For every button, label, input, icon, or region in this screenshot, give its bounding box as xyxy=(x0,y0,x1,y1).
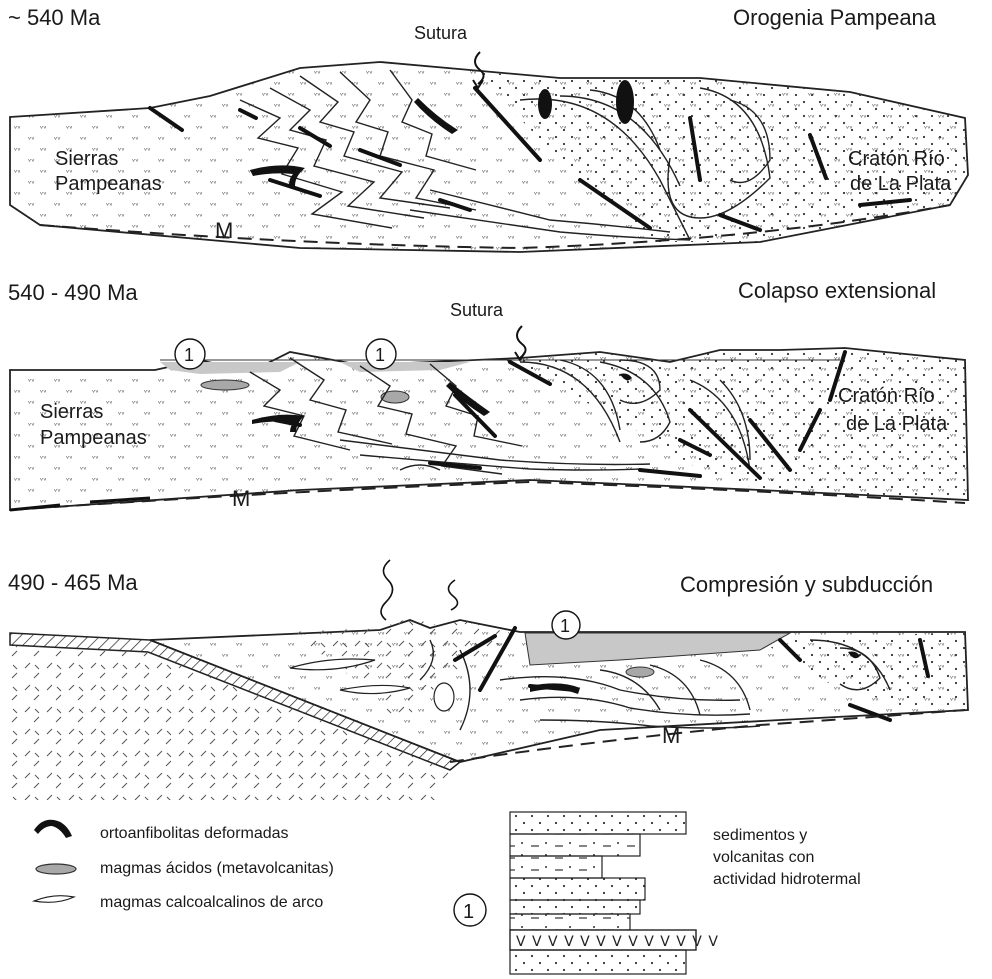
panel2-title: Colapso extensional xyxy=(738,278,936,303)
panel2-grey-lens-1 xyxy=(201,380,249,390)
legend-column-label-1: sedimentos y xyxy=(713,827,807,844)
panel3-marker: 1 xyxy=(560,616,570,636)
black-lens-icon xyxy=(34,820,72,838)
panel2-marker-2: 1 xyxy=(375,345,385,365)
legend-item-2-label: magmas ácidos (metavolcanitas) xyxy=(100,860,334,877)
panel2-left-terrane-1: Sierras xyxy=(40,401,103,423)
legend-column-label-2: volcanitas con xyxy=(713,849,814,866)
panel1-right-terrane-1: Cratón Río xyxy=(848,148,945,170)
panel2-age: 540 - 490 Ma xyxy=(8,280,138,305)
svg-text:V V V V V V V V V V V V V: V V V V V V V V V V V V V xyxy=(516,934,719,950)
panel-1 xyxy=(10,52,968,252)
panel1-age: ~ 540 Ma xyxy=(8,5,101,30)
panel3-grey-lens xyxy=(626,667,654,677)
strat-column: V V V V V V V V V V V V V xyxy=(510,812,719,974)
panel3-plume-1 xyxy=(381,560,393,620)
panel-2 xyxy=(10,326,968,510)
panel3-plume-2 xyxy=(448,580,457,610)
panel3-age: 490 - 465 Ma xyxy=(8,570,138,595)
legend-item-1-label: ortoanfibolitas deformadas xyxy=(100,825,289,842)
panel2-moho-label: M xyxy=(232,486,250,511)
panel1-title: Orogenia Pampeana xyxy=(733,5,937,30)
panel3-moho-label: M xyxy=(662,723,680,748)
legend-item-3-label: magmas calcoalcalinos de arco xyxy=(100,894,323,911)
panel2-right-terrane-1: Cratón Río xyxy=(838,385,935,407)
panel1-black-pod-2 xyxy=(616,80,634,124)
grey-lens-icon xyxy=(36,864,76,874)
panel1-left-terrane-1: Sierras xyxy=(55,148,118,170)
panel3-pluton xyxy=(434,683,454,711)
panel2-suture-label: Sutura xyxy=(450,300,504,320)
panel2-marker-1: 1 xyxy=(184,345,194,365)
legend-column-label-3: actividad hidrotermal xyxy=(713,871,861,888)
panel1-suture-label: Sutura xyxy=(414,23,468,43)
panel2-right-terrane-2: de La Plata xyxy=(846,413,948,435)
white-lens-icon xyxy=(34,896,74,903)
panel1-right-terrane-2: de La Plata xyxy=(850,173,952,195)
panel1-left-terrane-2: Pampeanas xyxy=(55,173,162,195)
panel2-left-terrane-2: Pampeanas xyxy=(40,427,147,449)
legend-marker: 1 xyxy=(463,901,474,923)
panel3-title: Compresión y subducción xyxy=(680,572,933,597)
panel1-black-pod-1 xyxy=(538,89,552,119)
panel1-moho-label: M xyxy=(215,218,233,243)
